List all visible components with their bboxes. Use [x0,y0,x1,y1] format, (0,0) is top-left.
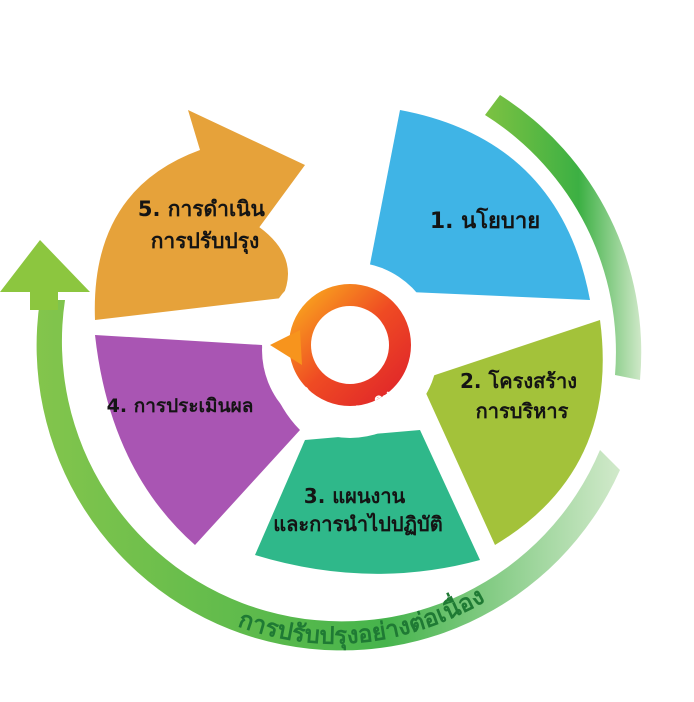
segment-3: 3. แผนงาน และการนำไปปฏิบัติ [255,430,480,574]
segment-5: 5. การดำเนิน การปรับปรุง [94,110,305,320]
segment-2: 2. โครงสร้าง การบริหาร [420,320,603,545]
segment-2-label: 2. โครงสร้าง การบริหาร [460,369,584,423]
outer-arrow-label: การปรับปรุงอย่างต่อเนื่อง [235,582,489,652]
center-ring: การตรวจประเมิน [262,262,438,438]
center-arrow-head [270,330,302,365]
outer-arrow [0,95,642,651]
segment-4: 4. การประเมินผล [95,335,300,545]
segment-3-label: 3. แผนงาน และการนำไปปฏิบัติ [273,484,442,536]
segment-1: 1. นโยบาย [365,110,590,300]
segment-1-label: 1. นโยบาย [430,207,540,234]
segment-4-label: 4. การประเมินผล [107,395,254,417]
outer-arrow-head [0,240,90,292]
segment-5-label: 5. การดำเนิน การปรับปรุง [138,197,272,255]
